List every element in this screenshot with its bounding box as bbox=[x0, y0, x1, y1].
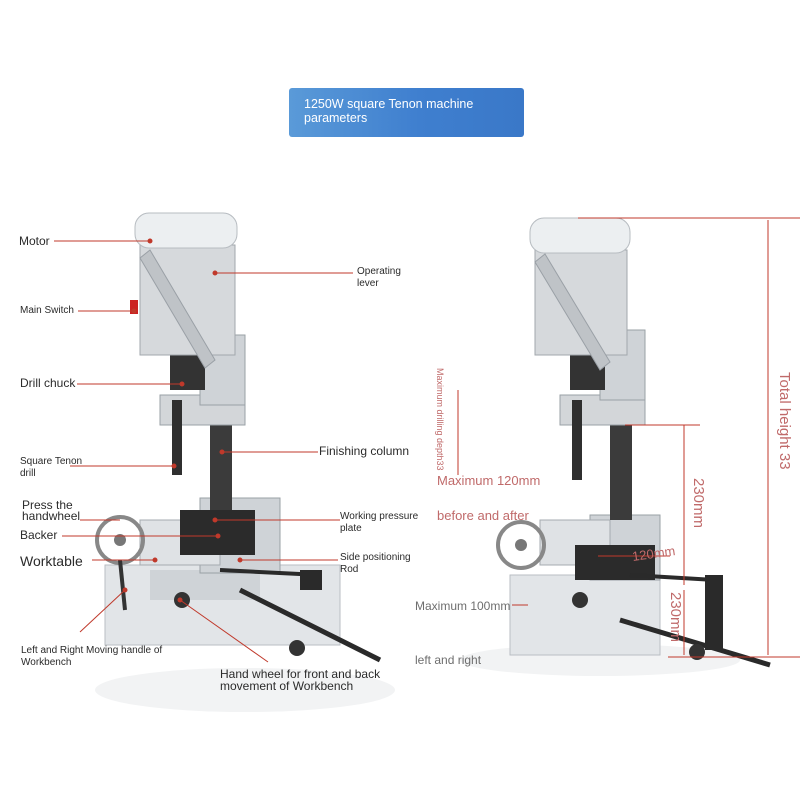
label-press-handwheel-line1: Press the bbox=[22, 498, 73, 512]
dim-230-lower: 230mm bbox=[667, 592, 684, 643]
label-operating-lever: Operating lever bbox=[357, 266, 401, 290]
banner-title-line2: parameters bbox=[304, 111, 368, 125]
label-hand-wheel-line1: Hand wheel for front and back bbox=[220, 667, 381, 681]
label-lr-handle: Left and Right Moving handle of Workbenc… bbox=[21, 645, 162, 669]
dim-max-100: Maximum 100mm bbox=[415, 599, 511, 613]
label-operating-lever-line2: lever bbox=[357, 278, 379, 289]
right-machine bbox=[460, 217, 771, 676]
label-main-switch: Main Switch bbox=[20, 305, 74, 316]
title-banner: 1250W square Tenon machine parameters bbox=[289, 88, 524, 137]
label-operating-lever-line1: Operating bbox=[357, 266, 401, 277]
label-square-tenon-drill-line1: Square Tenon bbox=[20, 456, 83, 467]
dim-max-120: Maximum 120mm bbox=[437, 473, 541, 488]
label-side-rod: Side positioning Rod bbox=[340, 552, 411, 576]
banner-title-line1: 1250W square Tenon machine bbox=[304, 97, 474, 111]
label-press-handwheel-line2: handwheel bbox=[22, 509, 81, 523]
label-backer: Backer bbox=[20, 528, 58, 542]
leader-lines bbox=[54, 238, 353, 663]
label-side-rod-line2: Rod bbox=[340, 564, 359, 575]
label-square-tenon-drill-line2: drill bbox=[20, 468, 36, 479]
label-drill-chuck: Drill chuck bbox=[20, 376, 76, 390]
dim-before-after: before and after bbox=[437, 508, 529, 523]
dimension-lines bbox=[457, 217, 800, 658]
label-motor: Motor bbox=[19, 234, 50, 248]
label-worktable: Worktable bbox=[20, 553, 83, 569]
label-pressure-plate-line2: plate bbox=[340, 523, 362, 534]
dim-total-height: Total height 33 bbox=[776, 372, 793, 470]
label-square-tenon-drill: Square Tenon drill bbox=[20, 456, 82, 480]
dim-max-drilling-depth: Maximum drilling depth33 bbox=[435, 368, 445, 471]
label-pressure-plate-line1: Working pressure bbox=[340, 511, 419, 522]
label-hand-wheel: Hand wheel for front and back movement o… bbox=[220, 668, 380, 692]
label-lr-handle-line2: Workbench bbox=[21, 657, 72, 668]
label-side-rod-line1: Side positioning bbox=[340, 552, 411, 563]
label-press-handwheel: Press the handwheel bbox=[22, 498, 81, 523]
label-finishing-column: Finishing column bbox=[319, 444, 410, 458]
label-hand-wheel-line2: movement of Workbench bbox=[220, 679, 354, 693]
dim-230-upper: 230mm bbox=[690, 478, 707, 529]
dim-left-right: left and right bbox=[415, 653, 482, 667]
label-lr-handle-line1: Left and Right Moving handle of bbox=[21, 645, 163, 656]
label-pressure-plate: Working pressure plate bbox=[340, 511, 418, 535]
left-machine bbox=[95, 212, 395, 712]
